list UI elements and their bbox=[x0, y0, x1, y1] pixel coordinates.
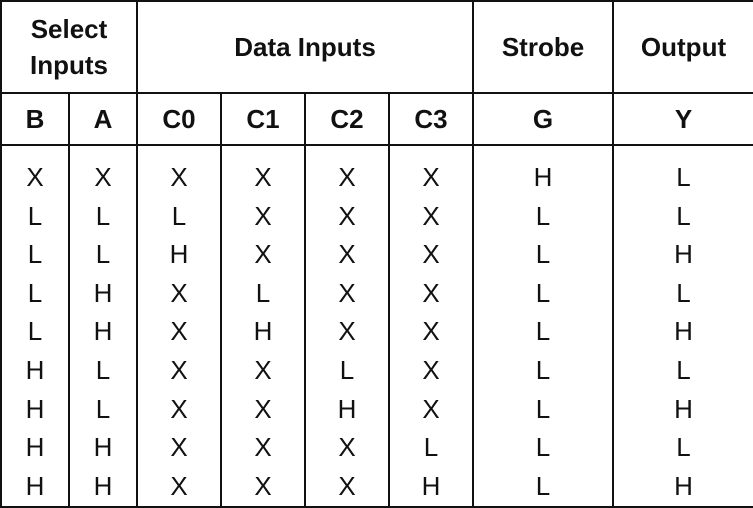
table-row: L L L X X X L L bbox=[0, 197, 753, 236]
table-cell: X bbox=[387, 145, 475, 197]
table-cell: L bbox=[612, 428, 753, 468]
table-cell: X bbox=[304, 428, 390, 468]
table-cell: L bbox=[472, 274, 615, 313]
table-cell: X bbox=[136, 390, 222, 429]
table-cell: H bbox=[68, 428, 138, 468]
table-cell: X bbox=[387, 312, 475, 352]
table-cell: X bbox=[304, 467, 390, 508]
table-cell: L bbox=[612, 197, 753, 236]
table-cell: H bbox=[220, 312, 306, 352]
table-row: H L X X L X L L bbox=[0, 351, 753, 391]
table-row: L H X H X X L H bbox=[0, 312, 753, 352]
table-cell: X bbox=[304, 274, 390, 313]
strobe-header: Strobe bbox=[472, 0, 615, 94]
table-cell: X bbox=[220, 197, 306, 236]
table-cell: L bbox=[0, 197, 70, 236]
group-header-row: Select Inputs Data Inputs Strobe Output bbox=[0, 0, 753, 94]
table-cell: L bbox=[472, 467, 615, 508]
table-cell: L bbox=[472, 235, 615, 275]
table-row: H H X X X H L H bbox=[0, 467, 753, 508]
table-cell: X bbox=[387, 197, 475, 236]
select-inputs-header: Select Inputs bbox=[0, 0, 138, 94]
table-row: H H X X X L L L bbox=[0, 428, 753, 468]
table-cell: L bbox=[472, 197, 615, 236]
table-cell: X bbox=[220, 235, 306, 275]
table-cell: X bbox=[387, 390, 475, 429]
column-header-b: B bbox=[0, 92, 70, 146]
table-row: L L H X X X L H bbox=[0, 235, 753, 275]
table-cell: H bbox=[0, 390, 70, 429]
table-cell: H bbox=[0, 428, 70, 468]
table-cell: X bbox=[220, 145, 306, 197]
table-cell: H bbox=[612, 467, 753, 508]
table-cell: X bbox=[136, 428, 222, 468]
table-cell: X bbox=[304, 235, 390, 275]
table-cell: L bbox=[68, 351, 138, 391]
table-cell: L bbox=[0, 235, 70, 275]
table-cell: H bbox=[136, 235, 222, 275]
table-row: H L X X H X L H bbox=[0, 390, 753, 429]
table-cell: H bbox=[387, 467, 475, 508]
column-header-a: A bbox=[68, 92, 138, 146]
table-cell: X bbox=[136, 312, 222, 352]
table-cell: X bbox=[136, 351, 222, 391]
table-cell: X bbox=[304, 312, 390, 352]
select-inputs-line-1: Select bbox=[30, 14, 108, 44]
table-cell: L bbox=[68, 235, 138, 275]
table-cell: H bbox=[0, 351, 70, 391]
table-cell: L bbox=[136, 197, 222, 236]
table-row: X X X X X X H L bbox=[0, 145, 753, 197]
table-cell: X bbox=[136, 145, 222, 197]
table-cell: X bbox=[220, 467, 306, 508]
data-inputs-header: Data Inputs bbox=[135, 0, 475, 94]
column-header-c2: C2 bbox=[304, 92, 390, 146]
column-header-g: G bbox=[472, 92, 615, 146]
table-cell: L bbox=[387, 428, 475, 468]
table-cell: L bbox=[472, 312, 615, 352]
table-cell: L bbox=[472, 351, 615, 391]
table-row: L H X L X X L L bbox=[0, 274, 753, 313]
output-header: Output bbox=[612, 0, 753, 94]
table-cell: L bbox=[68, 390, 138, 429]
table-cell: X bbox=[387, 274, 475, 313]
table-cell: H bbox=[68, 467, 138, 508]
table-cell: X bbox=[220, 428, 306, 468]
table-cell: X bbox=[0, 145, 70, 197]
table-cell: H bbox=[472, 145, 615, 197]
table-cell: L bbox=[0, 274, 70, 313]
table-cell: L bbox=[220, 274, 306, 313]
table-cell: L bbox=[612, 274, 753, 313]
table-cell: H bbox=[0, 467, 70, 508]
table-cell: L bbox=[68, 197, 138, 236]
table-cell: H bbox=[68, 312, 138, 352]
table-cell: L bbox=[0, 312, 70, 352]
table-cell: L bbox=[612, 351, 753, 391]
table-cell: X bbox=[387, 235, 475, 275]
table-cell: X bbox=[68, 145, 138, 197]
table-cell: X bbox=[136, 467, 222, 508]
table-cell: L bbox=[472, 428, 615, 468]
table-cell: H bbox=[304, 390, 390, 429]
table-cell: X bbox=[304, 145, 390, 197]
column-header-c1: C1 bbox=[220, 92, 306, 146]
table-cell: H bbox=[612, 235, 753, 275]
table-cell: L bbox=[612, 145, 753, 197]
table-cell: X bbox=[136, 274, 222, 313]
table-cell: L bbox=[304, 351, 390, 391]
select-inputs-line-2: Inputs bbox=[30, 50, 108, 80]
table-cell: H bbox=[68, 274, 138, 313]
table-cell: L bbox=[472, 390, 615, 429]
table-cell: X bbox=[387, 351, 475, 391]
column-header-y: Y bbox=[612, 92, 753, 146]
column-header-c0: C0 bbox=[136, 92, 222, 146]
table-cell: X bbox=[220, 351, 306, 391]
table-cell: X bbox=[304, 197, 390, 236]
table-cell: H bbox=[612, 312, 753, 352]
table-cell: H bbox=[612, 390, 753, 429]
table-cell: X bbox=[220, 390, 306, 429]
column-header-row: B A C0 C1 C2 C3 G Y bbox=[0, 92, 753, 146]
column-header-c3: C3 bbox=[387, 92, 475, 146]
